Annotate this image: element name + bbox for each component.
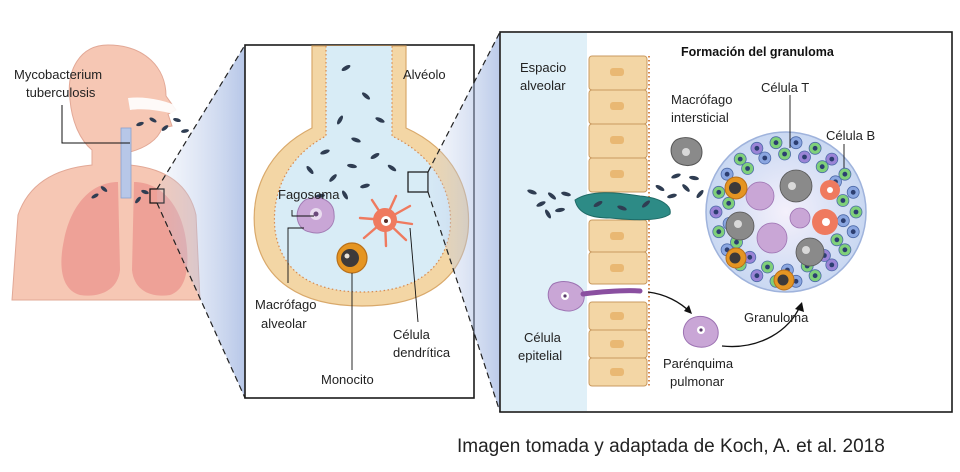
- lymphocyte-nucleus: [840, 218, 846, 224]
- lymphocyte-nucleus: [762, 155, 768, 161]
- arrow-head-parenchyma: [684, 305, 692, 314]
- dendritica-leader: [409, 227, 419, 323]
- alveolo-label: Alvéolo: [403, 67, 446, 82]
- zoom-wedge-2: [428, 32, 500, 412]
- fagosoma-leader: [291, 210, 314, 217]
- lymphocyte-nucleus: [726, 200, 732, 206]
- alveolar-macrophage-cell: [296, 197, 335, 234]
- dendritic-cell: [358, 194, 414, 248]
- lymphocyte-nucleus: [829, 262, 835, 268]
- macrofago-alveolar-label-line1: Macrófago: [255, 297, 316, 312]
- lymphocyte-nucleus: [793, 140, 799, 146]
- arrow-head-granuloma: [795, 302, 804, 312]
- lymphocyte-nucleus: [834, 237, 840, 243]
- lymphocyte-nucleus: [713, 209, 719, 215]
- lymphocyte-nucleus: [724, 171, 730, 177]
- lymphocyte-nucleus: [765, 264, 770, 270]
- lymphocyte-nucleus: [812, 145, 818, 151]
- formacion-title: Formación del granuloma: [681, 45, 835, 59]
- lymphocyte-nucleus: [812, 273, 818, 279]
- zoom-wedge-1: [157, 45, 245, 398]
- macrofago-intersticial-label-line1: Macrófago: [671, 92, 732, 107]
- granuloma-panel: Formación del granuloma Espacio alveolar…: [499, 31, 953, 413]
- lymphocyte-nucleus: [782, 151, 787, 157]
- zoom-line-1b: [156, 202, 246, 399]
- lymphocyte-nucleus: [754, 273, 760, 279]
- zoom-line-2a: [427, 31, 501, 173]
- lymphocyte-nucleus: [842, 247, 848, 253]
- macrofago-leader: [287, 227, 304, 283]
- lymphocyte-nucleus: [747, 254, 753, 260]
- lymphocyte-nucleus: [850, 189, 856, 195]
- alveolus-panel: Alvéolo Fagosoma Macrófago alveolar Mono…: [244, 44, 475, 399]
- espacio-alveolar-label-line2: alveolar: [520, 78, 566, 93]
- celula-dendritica-label-line2: dendrítica: [393, 345, 451, 360]
- granuloma-sphere: [705, 131, 867, 293]
- zoom-line-2b: [427, 191, 501, 413]
- lymphocyte-nucleus: [737, 156, 743, 162]
- monocyte-cell: [336, 242, 368, 274]
- lymphocyte-nucleus: [802, 154, 807, 160]
- epithelial-nuclei: [610, 68, 624, 376]
- lymphocyte-nucleus: [853, 209, 859, 215]
- human-torso-panel: Mycobacterium tuberculosis: [11, 44, 201, 301]
- mycobacterium-label-line2: tuberculosis: [26, 85, 96, 100]
- lymphocyte-nucleus: [754, 145, 760, 151]
- airway-cavity: [128, 97, 182, 116]
- celula-epitelial-label-line2: epitelial: [518, 348, 562, 363]
- granuloma-label: Granuloma: [744, 310, 809, 325]
- celula-t-label: Célula T: [761, 80, 809, 95]
- mycobacterium-leader-line: [61, 105, 130, 144]
- lymphocyte-nucleus: [793, 278, 799, 284]
- arrow-to-granuloma: [721, 305, 801, 348]
- lymphocyte-nucleus: [850, 229, 856, 235]
- fagosoma-label: Fagosoma: [278, 187, 340, 202]
- lymphocyte-nucleus: [819, 164, 825, 170]
- lymphocyte-nucleus: [716, 229, 722, 235]
- left-lung: [61, 182, 120, 296]
- alveolus-cilia-line: [273, 46, 452, 293]
- celula-dendritica-label-line1: Célula: [393, 327, 431, 342]
- zoom-line-1a: [156, 44, 246, 190]
- parenchyma-cell: [682, 315, 719, 348]
- macrofago-alveolar-label-line2: alveolar: [261, 316, 307, 331]
- celula-b-label: Célula B: [826, 128, 875, 143]
- lymphocyte-nucleus: [716, 189, 722, 195]
- lymphocyte-nucleus: [745, 166, 750, 171]
- alveolar-space-fluid: [501, 33, 587, 411]
- espacio-alveolar-label-line1: Espacio: [520, 60, 566, 75]
- lymphocyte-nucleus: [842, 171, 848, 177]
- lymphocyte-nucleus: [734, 239, 739, 245]
- image-credit: Imagen tomada y adaptada de Koch, A. et …: [457, 436, 885, 457]
- lymphocyte-nucleus: [840, 198, 846, 203]
- lymphocyte-nucleus: [773, 140, 779, 146]
- lymphocyte-nucleus: [829, 156, 835, 162]
- parenquima-label-line2: pulmonar: [670, 374, 725, 389]
- interstitial-macrophage-cell: [670, 137, 703, 166]
- parenquima-label-line1: Parénquima: [663, 356, 734, 371]
- epithelial-cell-purple: [547, 281, 643, 312]
- monocito-label: Monocito: [321, 372, 374, 387]
- bacteria-granuloma-panel: [527, 173, 704, 219]
- trachea: [120, 127, 132, 199]
- bacteria-alveolus: [306, 64, 397, 200]
- celula-epitelial-label-line1: Célula: [524, 330, 562, 345]
- mycobacterium-label-line1: Mycobacterium: [14, 67, 102, 82]
- granuloma-core-cells: [724, 169, 840, 291]
- bacteria-airway: [91, 117, 189, 204]
- macrofago-intersticial-label-line2: intersticial: [671, 110, 729, 125]
